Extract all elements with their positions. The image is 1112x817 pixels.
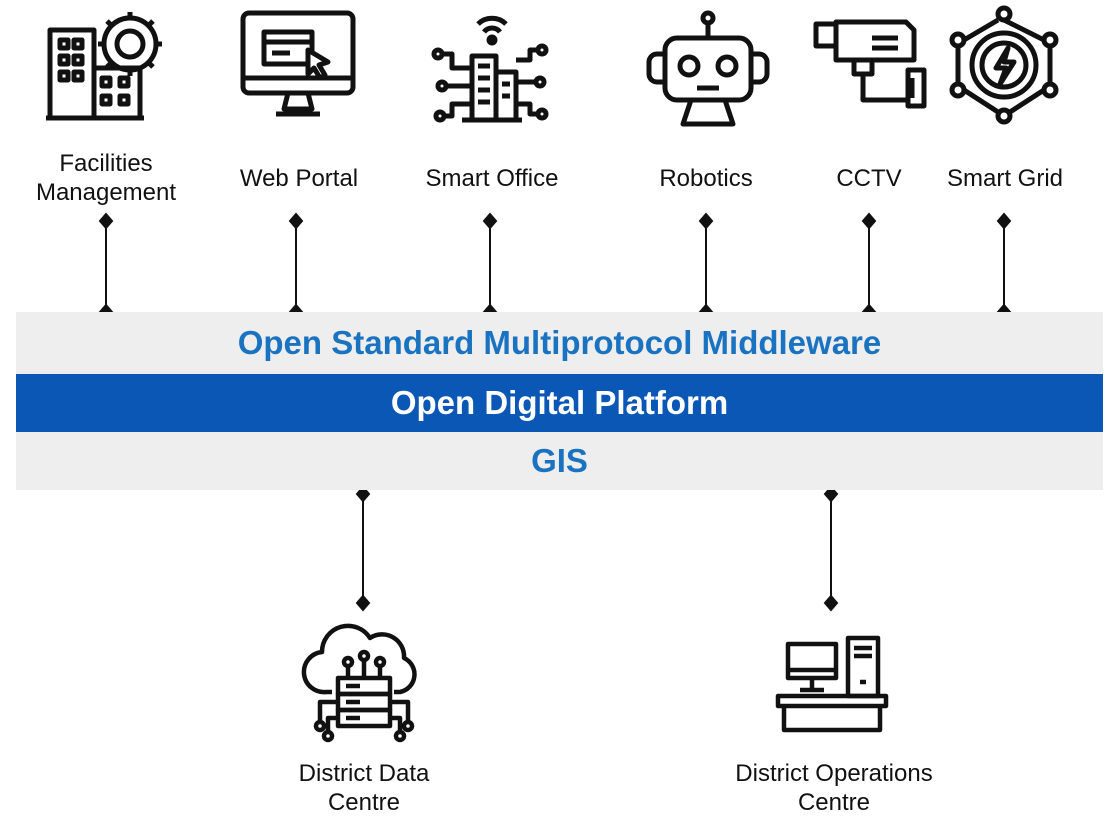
platform-label: Open Digital Platform	[390, 384, 729, 421]
label-webportal-line-1: Web Portal	[239, 165, 359, 192]
label-facilities-line-2: Management	[35, 179, 177, 206]
middleware-label: Open Standard Multiprotocol Middleware	[237, 324, 882, 361]
building-gear-icon	[44, 8, 168, 124]
label-smartgrid-line-1: Smart Grid	[946, 165, 1064, 192]
label-datacentre: District Data Centre	[299, 759, 430, 817]
label-robotics: Robotics	[659, 164, 752, 193]
label-opscentre-line-2: Centre	[797, 789, 871, 816]
energy-network-icon	[946, 5, 1062, 125]
label-webportal: Web Portal	[240, 164, 358, 193]
label-smartoffice: Smart Office	[426, 164, 559, 193]
platform-band: Open Digital Platform	[16, 374, 1103, 432]
label-facilities: Facilities Management	[36, 149, 176, 207]
workstation-desk-icon	[774, 634, 890, 734]
label-opscentre: District Operations Centre	[735, 759, 932, 817]
gis-band: GIS	[16, 432, 1103, 490]
middleware-band: Open Standard Multiprotocol Middleware	[16, 312, 1103, 374]
cloud-server-icon	[301, 620, 426, 744]
label-opscentre-line-1: District Operations	[735, 760, 933, 787]
label-facilities-line-1: Facilities	[59, 150, 153, 177]
label-datacentre-line-2: Centre	[327, 789, 401, 816]
monitor-cursor-icon	[240, 10, 356, 124]
label-smartgrid: Smart Grid	[947, 164, 1063, 193]
label-cctv: CCTV	[836, 164, 901, 193]
smart-building-icon	[431, 8, 550, 126]
label-smartoffice-line-1: Smart Office	[425, 165, 559, 192]
label-robotics-line-1: Robotics	[659, 165, 753, 192]
cctv-camera-icon	[812, 18, 928, 110]
robot-icon	[645, 10, 771, 128]
label-cctv-line-1: CCTV	[836, 165, 902, 192]
gis-label: GIS	[531, 442, 588, 479]
label-datacentre-line-1: District Data	[298, 760, 430, 787]
